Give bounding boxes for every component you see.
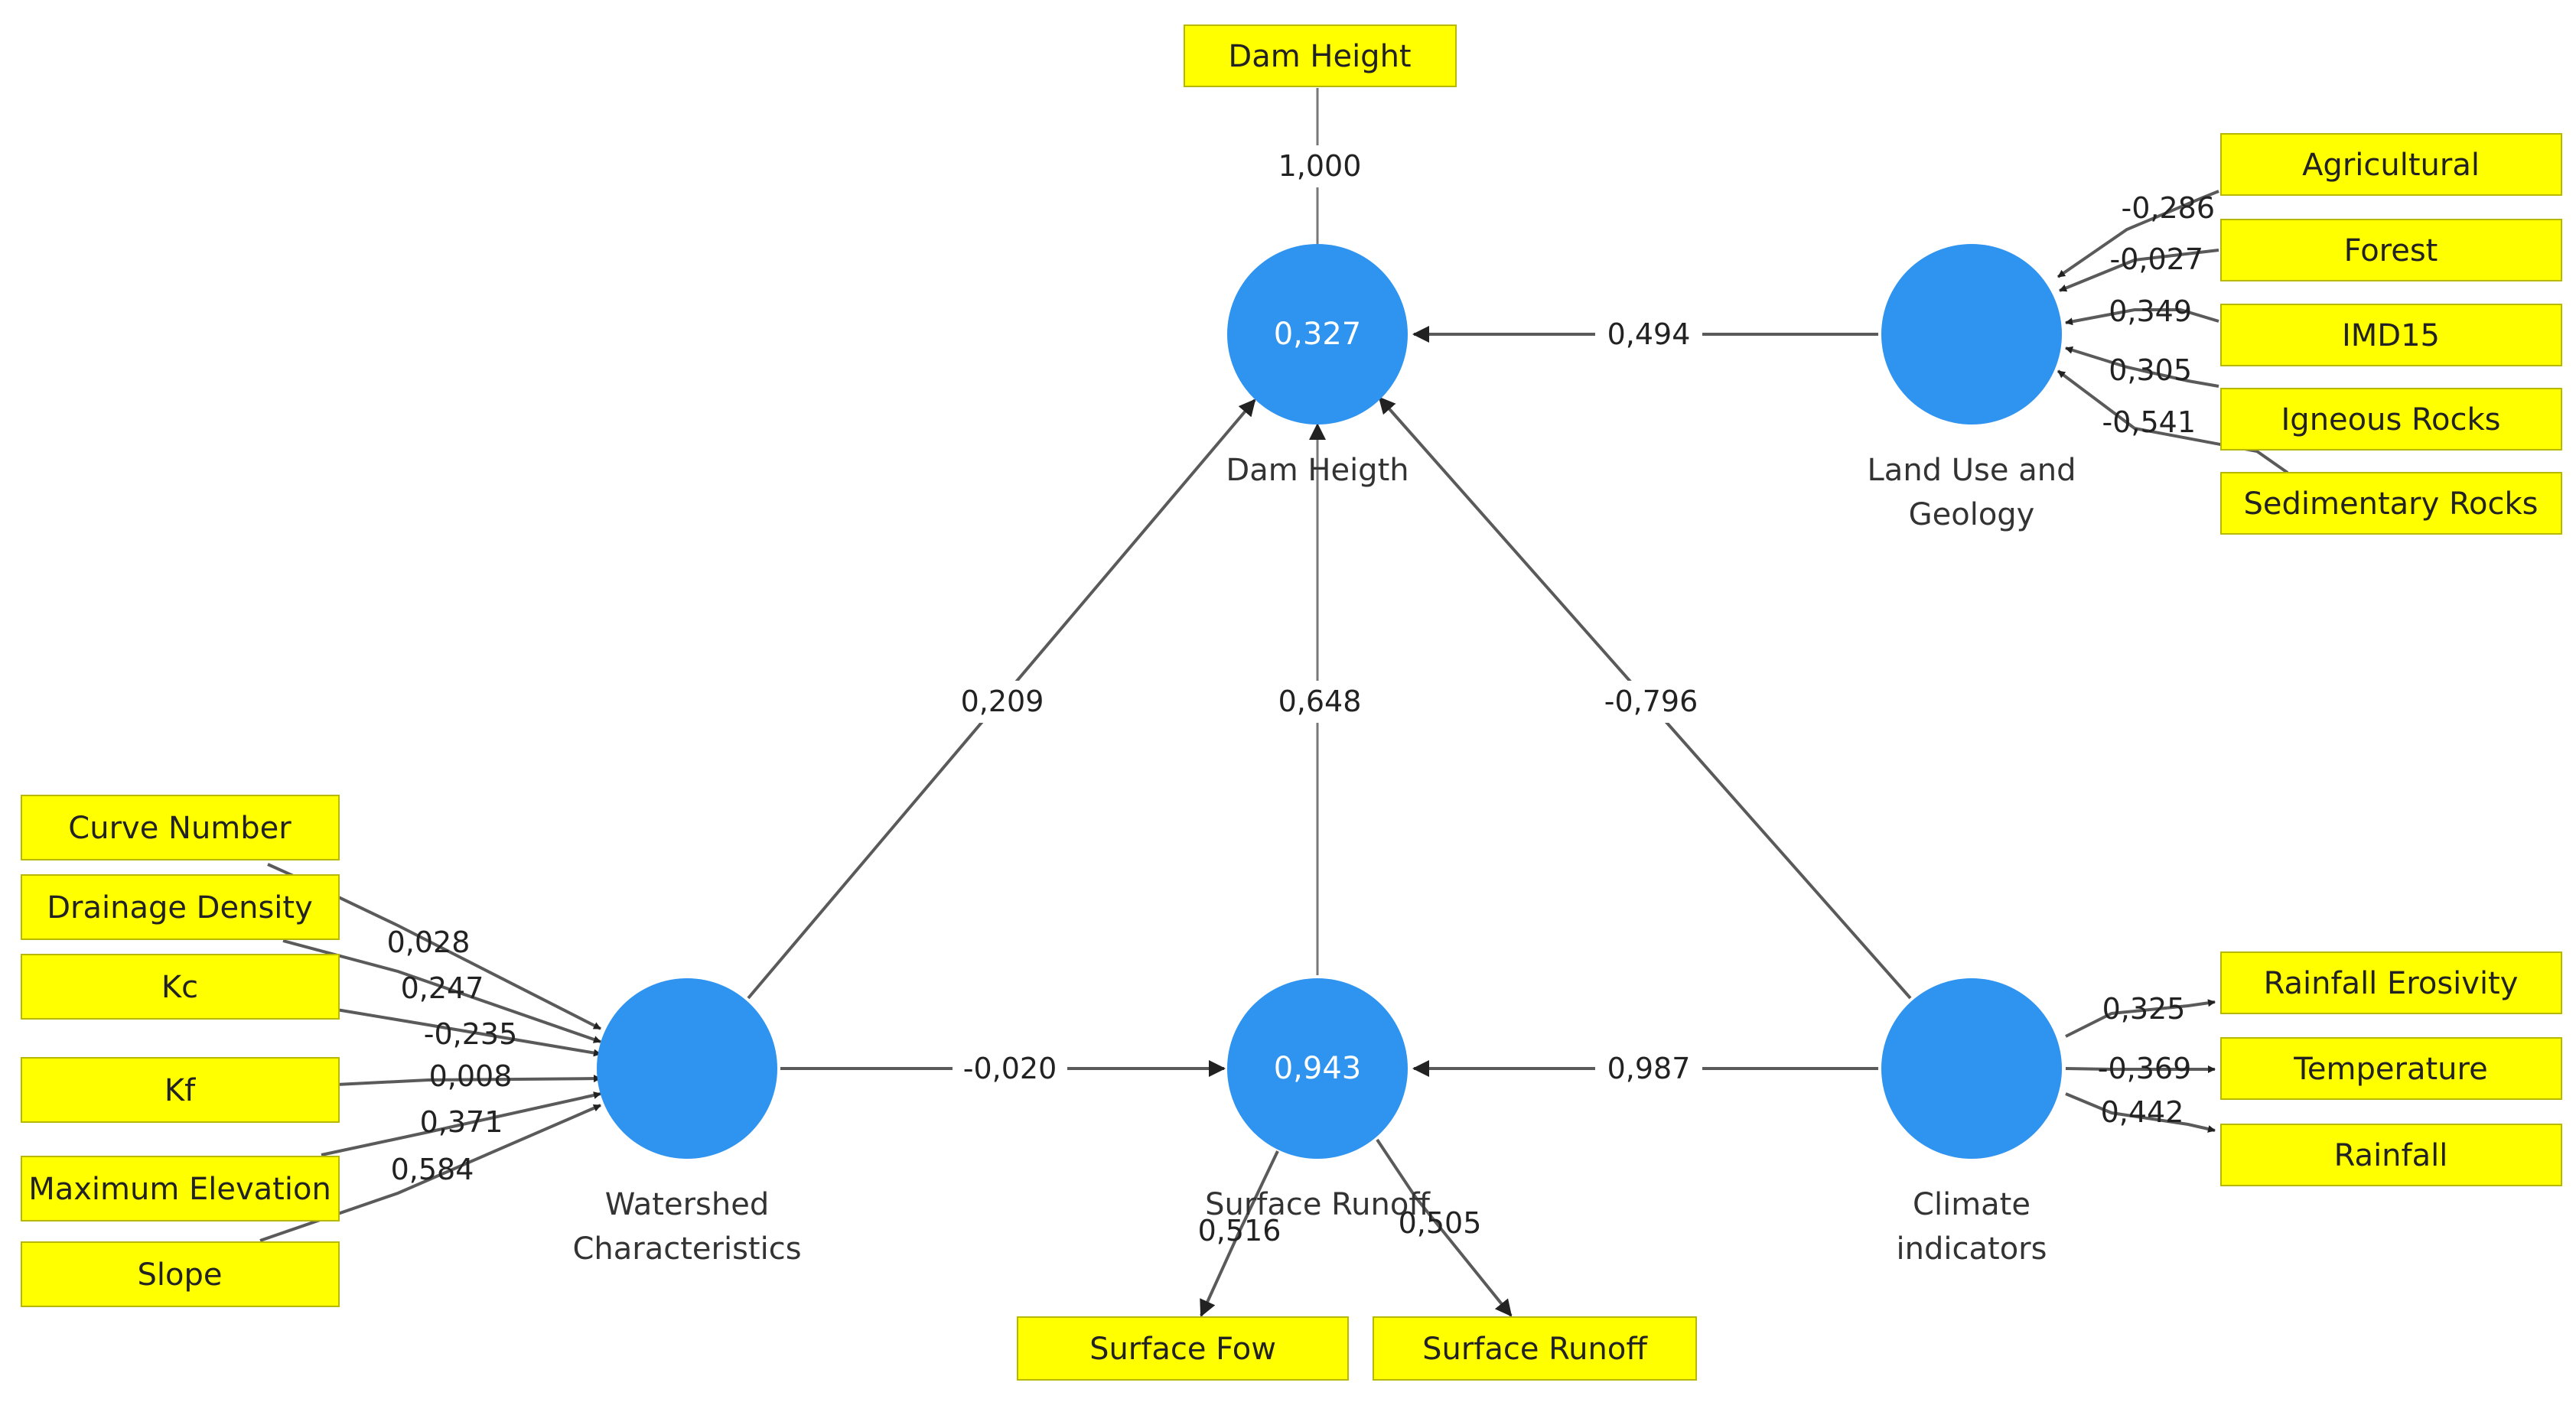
indicator-igneous-label: Igneous Rocks	[2281, 402, 2501, 438]
latent-watershed-characteristics[interactable]: Watershed Characteristics	[572, 978, 802, 1267]
indicator-kc[interactable]: Kc	[21, 954, 340, 1020]
link-curve-number	[267, 863, 601, 1030]
weight-drainage: 0,247	[401, 971, 484, 1005]
weight-max-elev: 0,371	[420, 1105, 503, 1139]
indicator-boxes: Dam Height Agricultural Forest IMD15 Ign…	[21, 24, 2562, 1381]
weight-surface-fow: 0,516	[1198, 1214, 1281, 1247]
indicator-agricultural-label: Agricultural	[2302, 148, 2480, 183]
indicator-temperature-label: Temperature	[2293, 1052, 2487, 1087]
indicator-forest-label: Forest	[2344, 233, 2438, 268]
link-max-elev	[321, 1091, 601, 1156]
path-coefficients: 0,494 0,209 0,648 -0,796 -0,020 0,987 1,…	[949, 145, 1710, 1090]
weight-kf: 0,008	[429, 1059, 513, 1093]
indicator-links	[259, 88, 2289, 1317]
indicator-kf[interactable]: Kf	[21, 1057, 340, 1123]
r2-surf: 0,943	[1274, 1051, 1362, 1086]
indicator-temperature[interactable]: Temperature	[2220, 1037, 2562, 1100]
weight-kc: -0,235	[424, 1017, 518, 1051]
indicator-rainfall-label: Rainfall	[2334, 1138, 2448, 1173]
label-clim-2: indicators	[1897, 1231, 2047, 1267]
indicator-agricultural[interactable]: Agricultural	[2220, 133, 2562, 196]
weight-sedimentary: -0,541	[2102, 405, 2197, 439]
weight-temperature: -0,369	[2098, 1052, 2192, 1085]
indicator-drainage-label: Drainage Density	[47, 890, 313, 925]
indicator-imd15-label: IMD15	[2342, 318, 2440, 353]
coef-clim-surf: 0,987	[1607, 1052, 1691, 1085]
weight-slope: 0,584	[391, 1153, 474, 1186]
link-rain-erosivity	[2065, 999, 2216, 1038]
latent-surface-runoff[interactable]: 0,943 Surface Runoff	[1205, 978, 1431, 1222]
indicator-sedimentary-rocks[interactable]: Sedimentary Rocks	[2220, 472, 2562, 535]
link-imd15	[2065, 308, 2219, 326]
indicator-surface-runoff[interactable]: Surface Runoff	[1373, 1316, 1697, 1381]
indicator-slope[interactable]: Slope	[21, 1241, 340, 1307]
link-surface-fow	[1200, 1150, 1279, 1317]
link-slope	[259, 1104, 601, 1242]
indicator-rainfall[interactable]: Rainfall	[2220, 1124, 2562, 1186]
label-clim-1: Climate	[1913, 1187, 2031, 1222]
weight-curve-number: 0,028	[387, 925, 471, 959]
link-igneous	[2065, 346, 2219, 388]
coef-water-surf: -0,020	[963, 1052, 1057, 1085]
indicator-rain-erosivity-label: Rainfall Erosivity	[2264, 966, 2519, 1001]
link-surface-runoff	[1376, 1138, 1513, 1317]
indicator-dam-height[interactable]: Dam Height	[1184, 24, 1457, 87]
coef-surf-dam: 0,648	[1278, 685, 1362, 718]
label-dam: Dam Heigth	[1226, 453, 1408, 488]
latent-variables: 0,327 Dam Heigth Land Use and Geology Wa…	[572, 244, 2076, 1267]
indicator-igneous-rocks[interactable]: Igneous Rocks	[2220, 388, 2562, 451]
indicator-max-elev-label: Maximum Elevation	[28, 1172, 331, 1207]
indicator-drainage-density[interactable]: Drainage Density	[21, 874, 340, 940]
coef-clim-dam: -0,796	[1604, 685, 1698, 718]
indicator-surface-fow-label: Surface Fow	[1089, 1332, 1276, 1367]
indicator-kf-label: Kf	[164, 1073, 196, 1108]
link-sedimentary	[2057, 369, 2289, 474]
link-forest	[2059, 249, 2219, 292]
label-water-2: Characteristics	[572, 1231, 801, 1267]
weight-rainfall: 0,442	[2101, 1095, 2184, 1129]
indicator-curve-number[interactable]: Curve Number	[21, 795, 340, 860]
latent-climate-indicators[interactable]: Climate indicators	[1881, 978, 2062, 1267]
latent-dam-heigth[interactable]: 0,327 Dam Heigth	[1226, 244, 1409, 488]
weight-imd15: 0,349	[2109, 294, 2192, 328]
latent-land-use-geology[interactable]: Land Use and Geology	[1868, 244, 2076, 532]
indicator-surface-fow[interactable]: Surface Fow	[1017, 1316, 1349, 1381]
label-water-1: Watershed	[605, 1187, 769, 1222]
weight-forest: -0,027	[2110, 242, 2204, 276]
indicator-curve-number-label: Curve Number	[68, 811, 291, 846]
indicator-maximum-elevation[interactable]: Maximum Elevation	[21, 1156, 340, 1221]
outer-weights: -0,286 -0,027 0,349 0,305 -0,541 0,028 0…	[387, 191, 2215, 1247]
indicator-forest[interactable]: Forest	[2220, 219, 2562, 281]
coef-land-dam: 0,494	[1607, 317, 1691, 351]
indicator-surface-runoff-label: Surface Runoff	[1422, 1332, 1648, 1367]
coef-water-dam: 0,209	[961, 685, 1044, 718]
label-surf: Surface Runoff	[1205, 1187, 1431, 1222]
label-land-2: Geology	[1909, 497, 2035, 532]
link-kf	[336, 1075, 601, 1086]
link-drainage	[282, 939, 601, 1043]
weight-dam-height: 1,000	[1278, 149, 1362, 183]
link-kc	[336, 1008, 601, 1057]
indicator-kc-label: Kc	[161, 970, 198, 1005]
r2-dam: 0,327	[1274, 317, 1362, 352]
weight-agricultural: -0,286	[2122, 191, 2216, 225]
indicator-sedimentary-label: Sedimentary Rocks	[2244, 486, 2539, 522]
indicator-rainfall-erosivity[interactable]: Rainfall Erosivity	[2220, 951, 2562, 1014]
indicator-dam-height-label: Dam Height	[1228, 39, 1411, 74]
weight-rain-erosivity: 0,325	[2102, 992, 2186, 1026]
indicator-slope-label: Slope	[138, 1257, 223, 1293]
link-rainfall	[2065, 1092, 2216, 1133]
label-land-1: Land Use and	[1868, 453, 2076, 488]
weight-surface-runoff: 0,505	[1399, 1206, 1482, 1240]
indicator-imd15[interactable]: IMD15	[2220, 304, 2562, 366]
weight-igneous: 0,305	[2109, 353, 2192, 387]
link-agricultural	[2057, 190, 2219, 278]
